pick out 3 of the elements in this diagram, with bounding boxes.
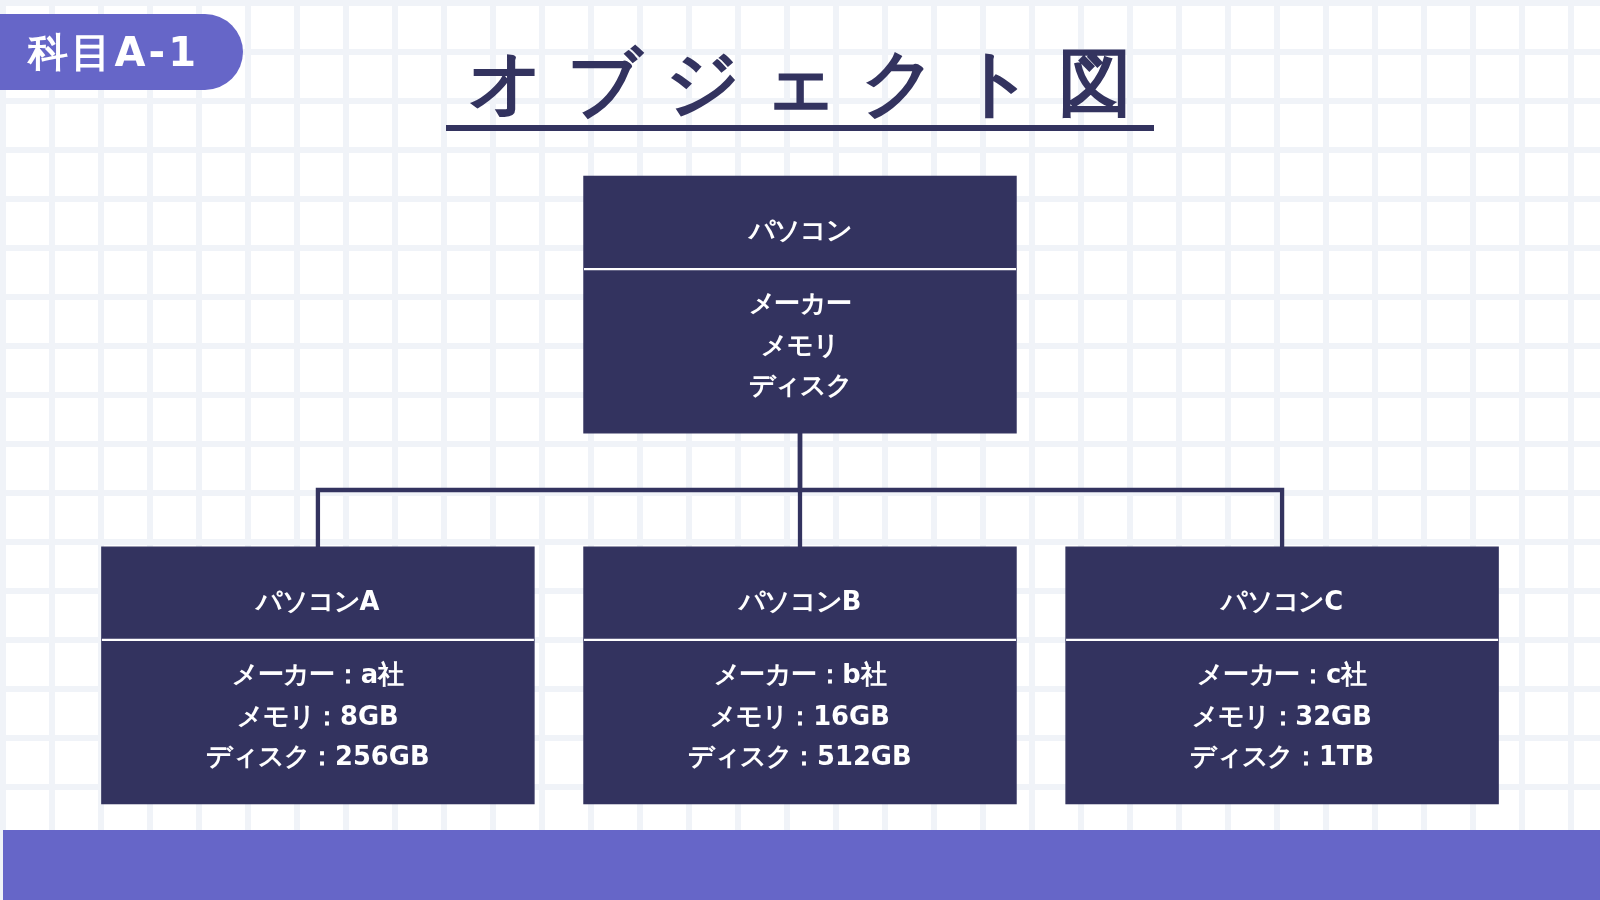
subject-tag: 科目A-1 <box>0 14 244 90</box>
diagram-title: オブジェクト図 <box>446 40 1154 132</box>
connector <box>797 432 1285 548</box>
